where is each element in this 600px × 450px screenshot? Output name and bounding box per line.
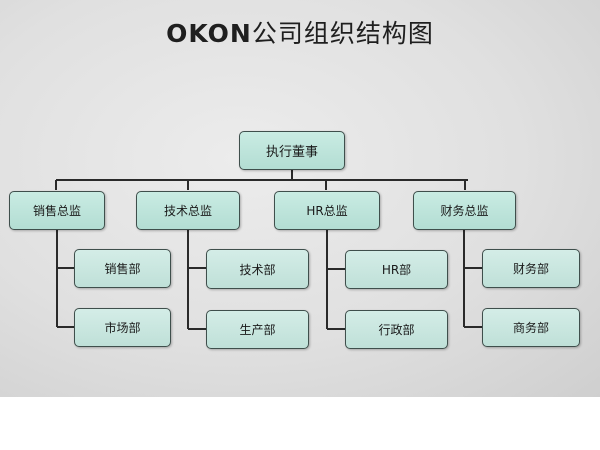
node-dept-1-child-2: 市场部 — [74, 308, 171, 347]
node-root: 执行董事 — [239, 131, 345, 170]
node-dept-3: HR总监 — [274, 191, 380, 230]
node-dept-3-child-1: HR部 — [345, 250, 448, 289]
node-dept-2-child-2: 生产部 — [206, 310, 309, 349]
node-dept-3-child-2: 行政部 — [345, 310, 448, 349]
title-text: 公司组织结构图 — [251, 19, 434, 48]
node-dept-2-child-1: 技术部 — [206, 249, 309, 289]
title-company: OKON — [166, 19, 252, 48]
node-dept-4: 财务总监 — [413, 191, 516, 230]
connector-lines — [55, 170, 482, 330]
node-dept-1-child-1: 销售部 — [74, 249, 171, 288]
node-dept-4-child-1: 财务部 — [482, 249, 580, 288]
node-dept-1: 销售总监 — [9, 191, 105, 230]
chart-title: OKON公司组织结构图 — [0, 14, 600, 50]
node-dept-4-child-2: 商务部 — [482, 308, 580, 347]
node-dept-2: 技术总监 — [136, 191, 240, 230]
